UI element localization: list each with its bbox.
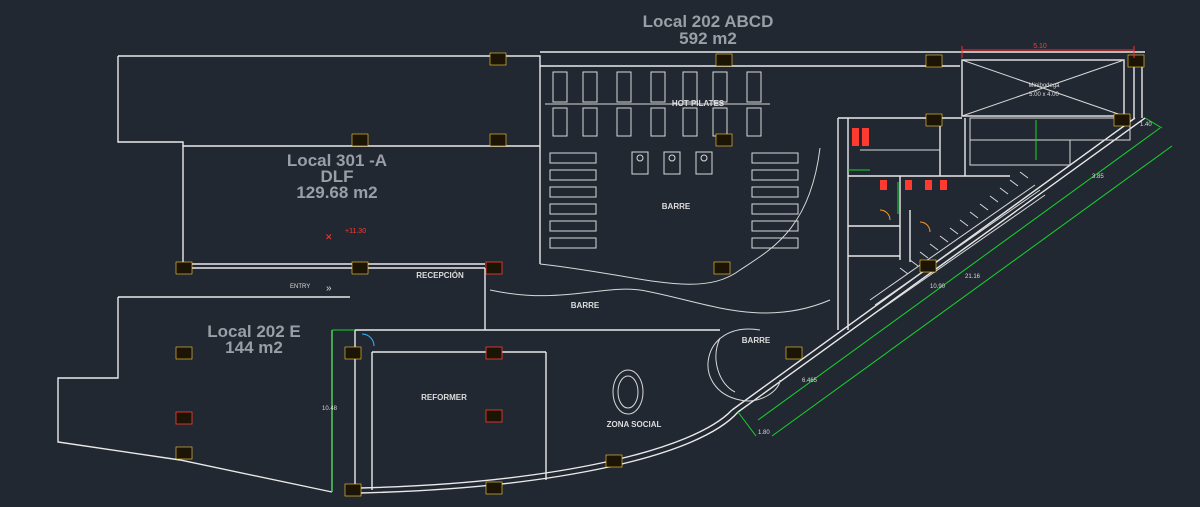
- local-301a-title: Local 301 -A: [287, 151, 387, 170]
- entry-arrow-icon: »: [326, 283, 332, 294]
- door-swing-icon: [879, 209, 891, 221]
- mini-bodega-label: Minibodega: [1028, 83, 1060, 89]
- room-barre-middle: BARRE: [571, 301, 600, 310]
- dim-side-left: 10.48: [322, 406, 338, 412]
- dim-diag-long: 21.16: [965, 274, 981, 280]
- mini-bodega-size: 5.00 x 4.00: [1029, 92, 1059, 98]
- dim-lower-small: 1.80: [758, 430, 770, 436]
- dim-diag-right: 1.40: [1140, 122, 1152, 128]
- local-202abcd-area: 592 m2: [679, 29, 737, 48]
- entry-label: ENTRY: [290, 284, 310, 290]
- dim-inner-diag: 10.90: [930, 284, 946, 290]
- structural-columns: [175, 52, 1145, 497]
- room-barre-small: BARRE: [742, 336, 771, 345]
- restroom-fixtures: [852, 128, 947, 190]
- social-zone-table: [612, 369, 644, 415]
- room-reception: RECEPCIÓN: [416, 271, 464, 280]
- door-swing-icon: [919, 221, 931, 233]
- room-hot-pilates: HOT PILATES: [672, 99, 725, 108]
- dim-diag-small: 3.85: [1092, 174, 1104, 180]
- local-202abcd-title: Local 202 ABCD: [643, 12, 774, 31]
- diagonal-hatching: [869, 171, 1046, 311]
- interior-walls: [355, 117, 1131, 490]
- local-301a-subtitle: DLF: [320, 167, 353, 186]
- level-marker: +11.30: [345, 228, 366, 235]
- room-social-zone: ZONA SOCIAL: [607, 420, 662, 429]
- dim-lower-diag: 6.465: [802, 378, 818, 384]
- level-cross-icon: ✕: [325, 232, 333, 242]
- dimension-lines: [331, 46, 1173, 492]
- dim-top: 5.10: [1033, 43, 1047, 50]
- door-swing-icon: [361, 333, 375, 347]
- local-301a-area: 129.68 m2: [296, 183, 377, 202]
- local-202e-title: Local 202 E: [207, 322, 301, 341]
- room-reformer: REFORMER: [421, 393, 467, 402]
- room-barre-main: BARRE: [662, 202, 691, 211]
- barre-equipment: [549, 151, 799, 249]
- local-202e-area: 144 m2: [225, 338, 283, 357]
